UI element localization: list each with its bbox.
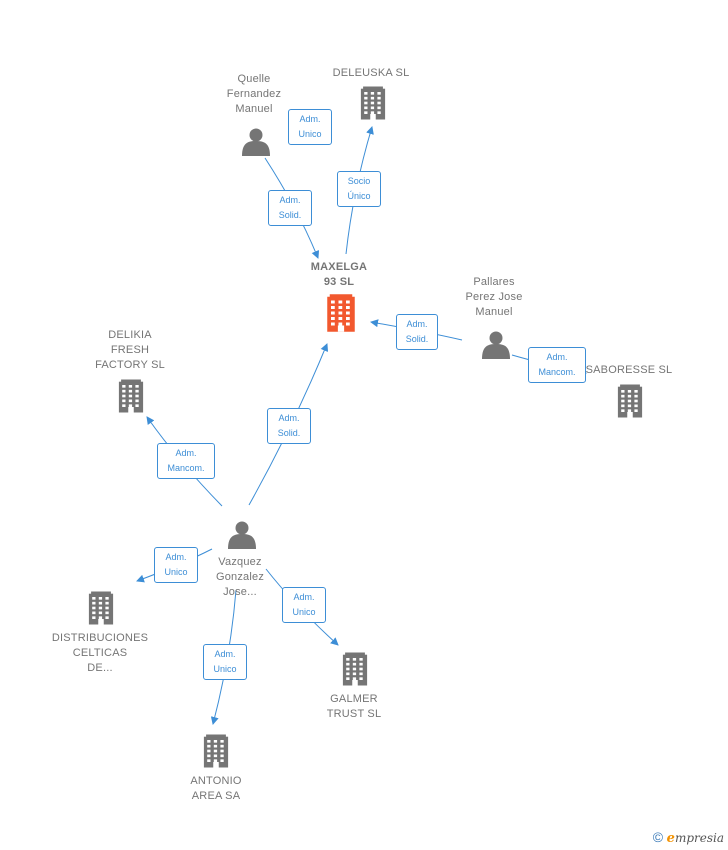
saboresse-building-icon[interactable] [617,384,643,418]
brand-initial: e [666,831,675,846]
pallares-person-icon[interactable] [482,331,510,360]
saboresse-label[interactable]: SABORESSE SL [585,364,673,376]
distribuciones-label[interactable]: DISTRIBUCIONES CELTICAS DE... [51,632,149,674]
galmer-building-icon[interactable] [342,652,368,686]
edge-label-quelle-deleuska[interactable]: Adm. Unico [288,109,332,145]
vazquez-label[interactable]: Vazquez Gonzalez Jose... [215,556,265,598]
antonio-building-icon[interactable] [203,734,229,768]
delikia-building-icon[interactable] [118,379,144,413]
delikia-label[interactable]: DELIKIA FRESH FACTORY SL [95,329,165,371]
quelle-person-icon[interactable] [242,128,270,157]
vazquez-person-icon[interactable] [228,521,256,550]
galmer-label[interactable]: GALMER TRUST SL [326,693,382,720]
antonio-label[interactable]: ANTONIO AREA SA [190,775,242,802]
maxelga-building-icon[interactable] [327,294,355,332]
edge-label-vazquez-antonio[interactable]: Adm. Unico [203,644,247,680]
edge-label-vazquez-galmer[interactable]: Adm. Unico [282,587,326,623]
deleuska-building-icon[interactable] [360,86,386,120]
distribuciones-building-icon[interactable] [88,591,114,625]
brand-name: mpresia [674,831,724,845]
edge-label-vazquez-maxelga[interactable]: Adm. Solid. [267,408,311,444]
quelle-label[interactable]: Quelle Fernandez Manuel [226,73,282,115]
pallares-label[interactable]: Pallares Perez Jose Manuel [465,276,523,318]
maxelga-label[interactable]: MAXELGA 93 SL [310,261,368,288]
edge-label-quelle-maxelga[interactable]: Adm. Solid. [268,190,312,226]
deleuska-label[interactable]: DELEUSKA SL [332,67,410,79]
edge-label-pallares-saboresse[interactable]: Adm. Mancom. [528,347,586,383]
edge-label-maxelga-deleuska[interactable]: Socio Único [337,171,381,207]
edge-label-pallares-maxelga[interactable]: Adm. Solid. [396,314,438,350]
footer-brand: © empresia [653,829,724,846]
copyright-icon: © [652,829,664,845]
edge-label-vazquez-distribuciones[interactable]: Adm. Unico [154,547,198,583]
edge-label-vazquez-delikia[interactable]: Adm. Mancom. [157,443,215,479]
